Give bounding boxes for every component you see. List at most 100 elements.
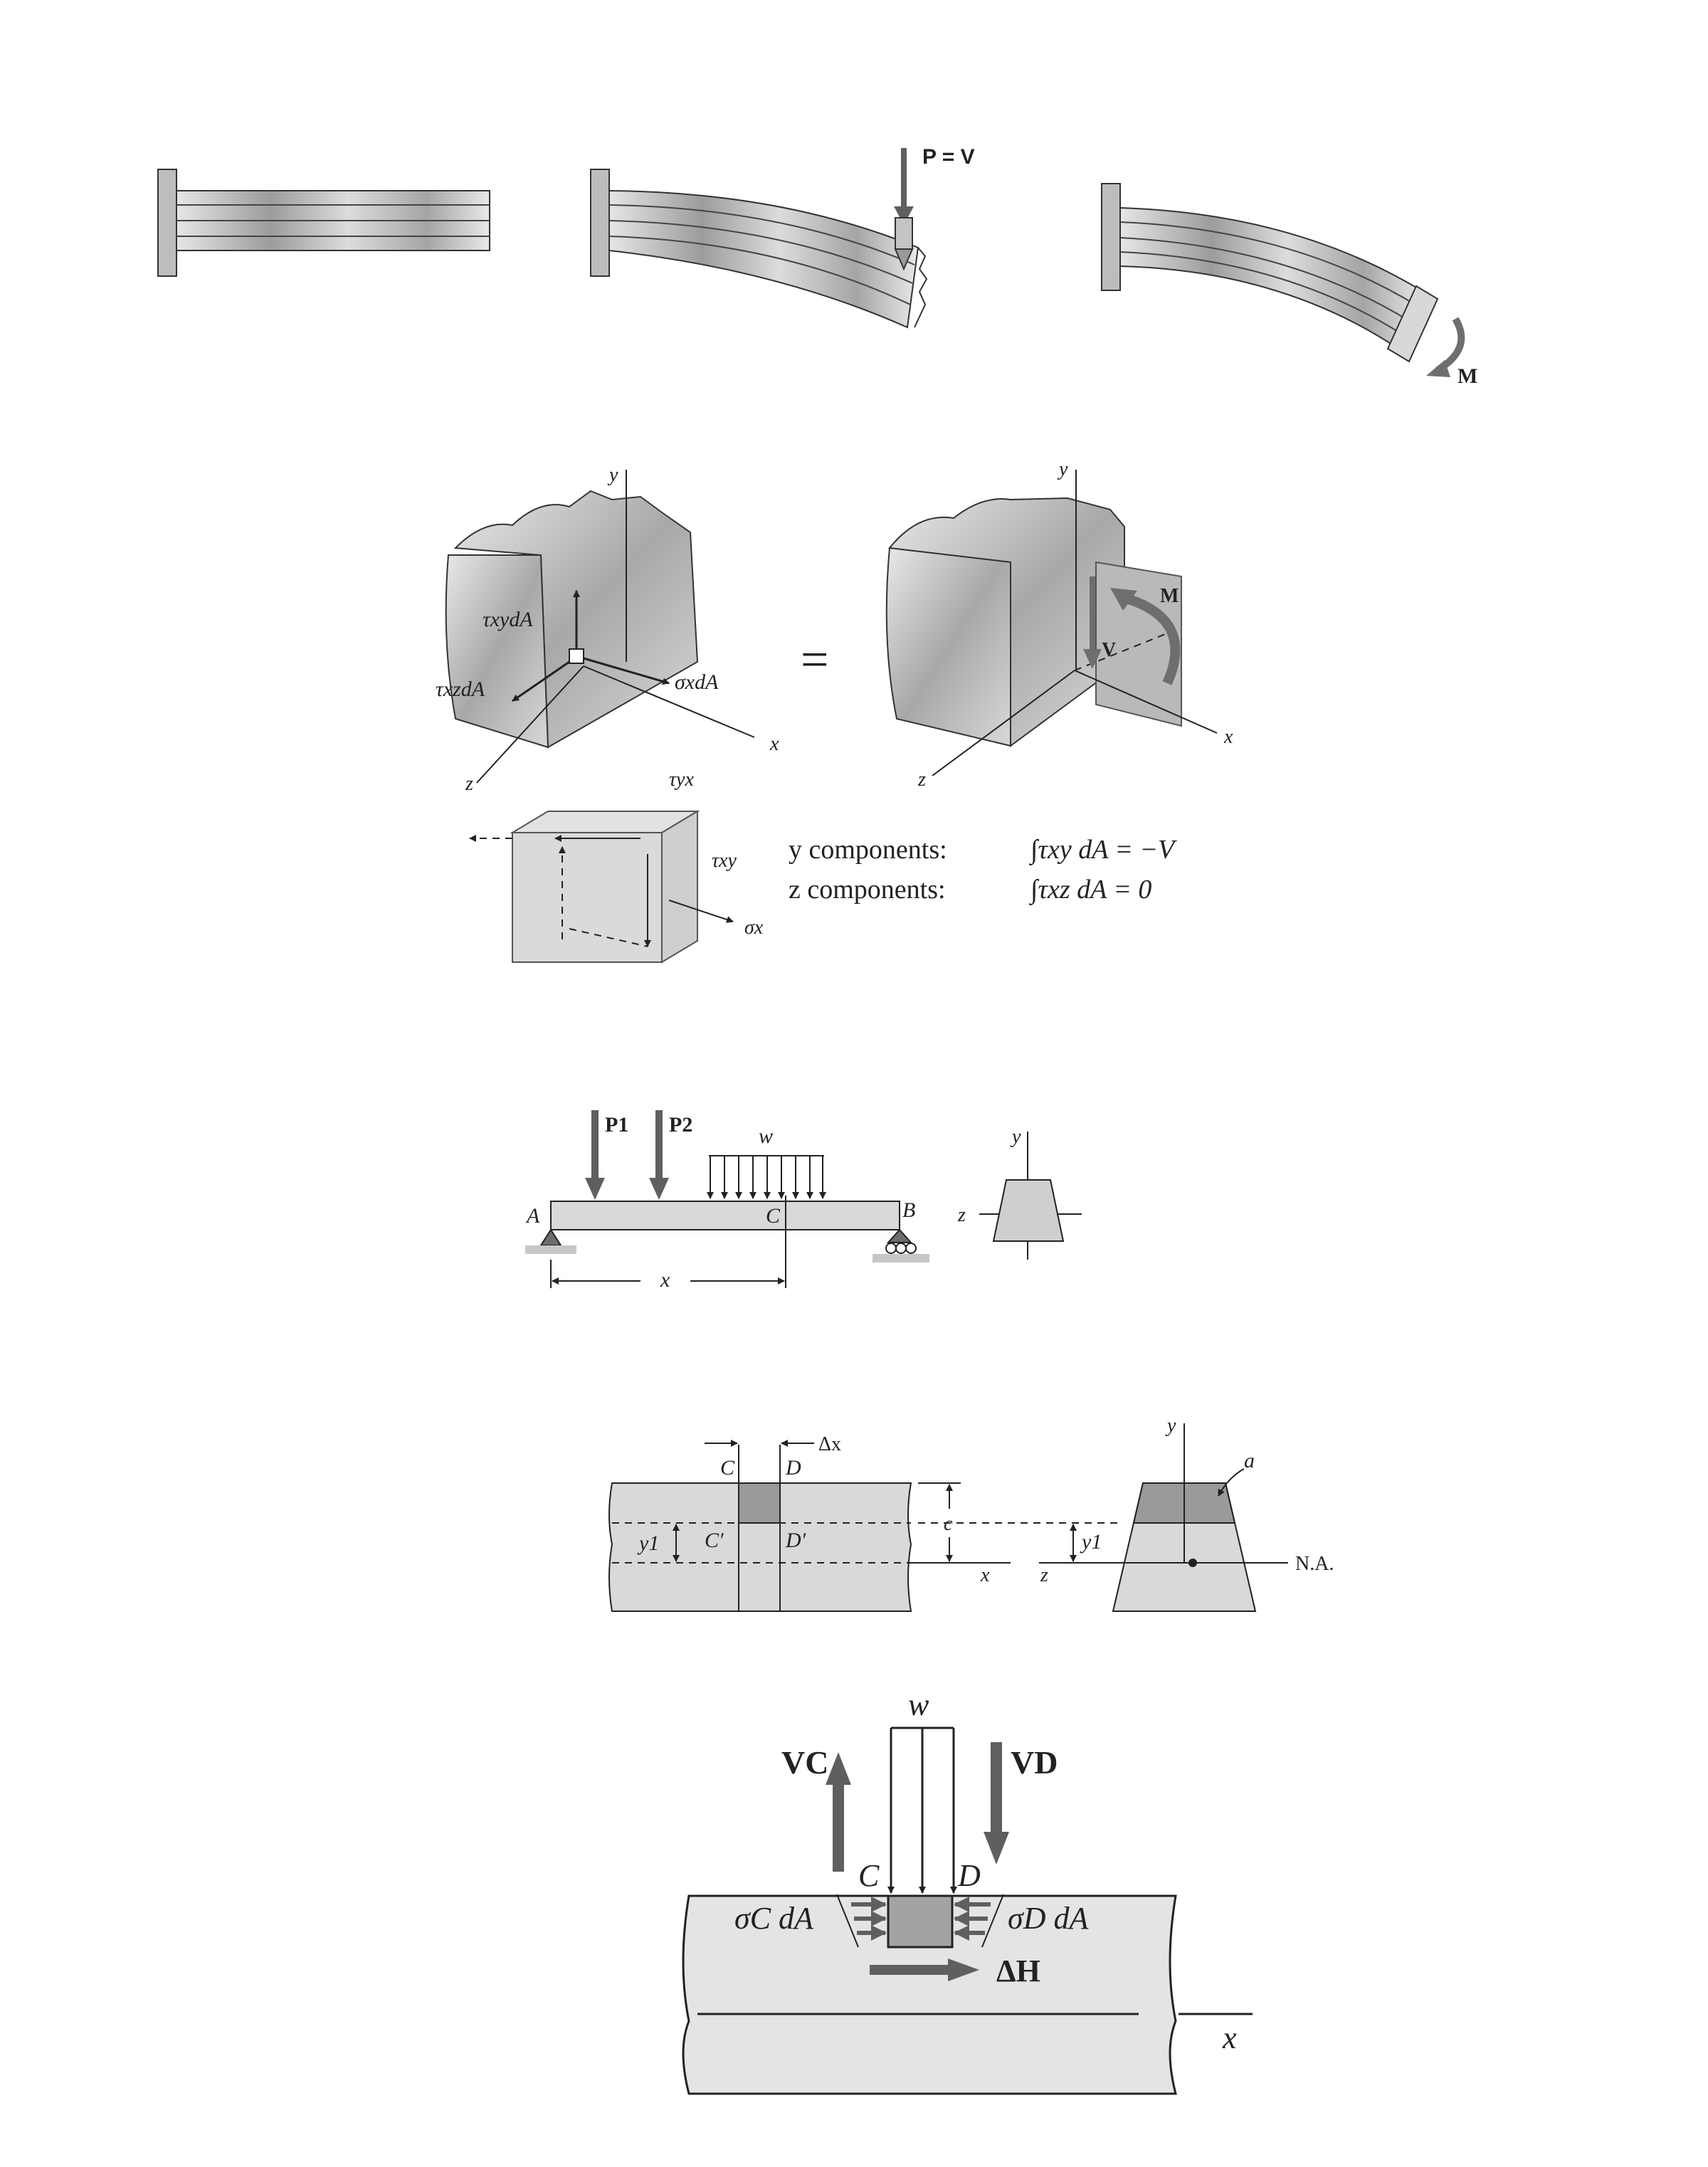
load-p-arrow	[894, 148, 914, 271]
x-label-right: x	[1223, 726, 1233, 748]
p2-arrowhead	[649, 1178, 669, 1200]
p1-arrowhead	[585, 1178, 605, 1200]
eq2-label: z components:	[789, 875, 946, 905]
eq1: ∫τxy dA = −V	[1029, 835, 1177, 866]
beam-segment-5	[682, 1894, 1177, 2095]
x-label-left: x	[769, 733, 779, 755]
eq1-label: y components:	[789, 835, 947, 865]
vd-arrowhead	[984, 1832, 1009, 1865]
small-element-left	[569, 648, 584, 664]
vc-arrowhead	[826, 1752, 851, 1785]
m-arrowhead	[1110, 588, 1137, 611]
vc-label: VC	[781, 1744, 828, 1781]
stress-arrows-left	[836, 1894, 887, 1948]
tyx-dash-bottom	[569, 928, 648, 947]
w-label-5: w	[908, 1687, 929, 1722]
moment-arrow	[1435, 317, 1465, 374]
sigma-d-label: σD dA	[1008, 1901, 1089, 1936]
x-axis-left	[583, 665, 755, 738]
d-label-5: D	[957, 1858, 981, 1893]
z-axis-left	[476, 665, 584, 784]
x-label-5: x	[1222, 2020, 1237, 2055]
a-label: A	[525, 1204, 540, 1228]
wall-3	[1101, 183, 1121, 291]
txy-dA-label: τxydA	[483, 608, 533, 631]
beam-moment-bent	[1119, 206, 1439, 363]
roller-ground	[873, 1254, 929, 1262]
na-label: N.A.	[1295, 1553, 1334, 1575]
dprime-label: D′	[785, 1529, 806, 1552]
cprime-label: C′	[705, 1529, 724, 1552]
m-arrow	[1122, 593, 1181, 685]
sx-label: σx	[744, 917, 764, 939]
beam-straight	[176, 190, 490, 251]
m-label-2: M	[1160, 585, 1179, 607]
txz-arrow-left	[512, 660, 570, 702]
txy-label: τxy	[712, 850, 737, 872]
p2-label: P2	[669, 1113, 692, 1137]
z-label-3: z	[957, 1204, 966, 1226]
d-label-4: D	[785, 1456, 801, 1480]
a-label-4: a	[1244, 1449, 1255, 1472]
wall-1	[157, 169, 177, 277]
y-label-right: y	[1057, 458, 1068, 480]
dx-label: Δx	[818, 1433, 841, 1455]
y-label-4: y	[1165, 1415, 1176, 1437]
panel-loaded-beam: P1 P2 w C A B x	[525, 1110, 1082, 1292]
eq2: ∫τxz dA = 0	[1029, 875, 1151, 906]
z-label-4: z	[1040, 1564, 1048, 1586]
pin-support	[539, 1228, 562, 1246]
moment-arrowhead	[1426, 360, 1450, 377]
roller-2	[895, 1243, 907, 1254]
roller-support	[886, 1228, 913, 1243]
beam-shear-bent	[608, 189, 928, 329]
v-label: V	[1102, 639, 1116, 661]
moment-label: M	[1457, 364, 1477, 388]
panel-stress-resultants: y x z τxydA τxzdA σxdA = V M y x z	[436, 458, 1233, 964]
y-label-3: y	[1010, 1126, 1021, 1148]
section-dash	[1074, 633, 1168, 671]
x-label-3: x	[660, 1268, 670, 1292]
c-label-4: C	[720, 1456, 735, 1480]
block-right	[885, 497, 1125, 747]
z-label-left: z	[465, 773, 473, 795]
sigma-c-label: σC dA	[734, 1901, 814, 1936]
roller-3	[905, 1243, 917, 1254]
txz-dA-label: τxzdA	[436, 677, 485, 701]
equals-sign: =	[801, 633, 828, 687]
panel-segment: Δx C D C′ D′ y1 c x y1 y z a N.A.	[608, 1415, 1334, 1612]
y1-label-left: y1	[637, 1531, 659, 1555]
sx-dA-label: σxdA	[675, 670, 719, 694]
panel-free-body: x w VC VD C D σC dA σD	[682, 1687, 1253, 2095]
wall-2	[590, 169, 610, 277]
y1-label-right: y1	[1080, 1530, 1102, 1554]
vd-label: VD	[1011, 1744, 1058, 1781]
a-leader	[1218, 1468, 1245, 1497]
y-label-left: y	[607, 464, 618, 486]
b-label: B	[902, 1198, 915, 1222]
pin-ground	[525, 1245, 576, 1254]
centroid-dot	[1188, 1559, 1197, 1567]
distributed-load-5	[887, 1726, 957, 1894]
stress-arrows-right	[954, 1894, 1004, 1948]
tyx-label: τyx	[669, 769, 694, 791]
element-cd	[738, 1482, 781, 1524]
load-label: P = V	[922, 145, 975, 169]
z-label-right: z	[917, 769, 926, 791]
panel-beam-deformation: P = V M	[157, 145, 1477, 388]
c-label-5: C	[858, 1858, 880, 1893]
z-axis-right	[932, 670, 1075, 776]
v-arrowhead	[1083, 649, 1102, 669]
w-label-3: w	[759, 1124, 773, 1148]
beam-ab	[550, 1201, 900, 1230]
sx-arrow-left	[583, 657, 670, 685]
sx-arrow-cube	[668, 900, 734, 923]
dh-arrowhead	[948, 1958, 979, 1981]
p1-label: P1	[605, 1113, 628, 1137]
x-label-4: x	[980, 1564, 990, 1586]
distributed-load	[707, 1155, 826, 1199]
dh-label: ΔH	[996, 1954, 1040, 1988]
x-axis-right	[1074, 670, 1218, 734]
trapezoid-section-3	[992, 1179, 1065, 1242]
